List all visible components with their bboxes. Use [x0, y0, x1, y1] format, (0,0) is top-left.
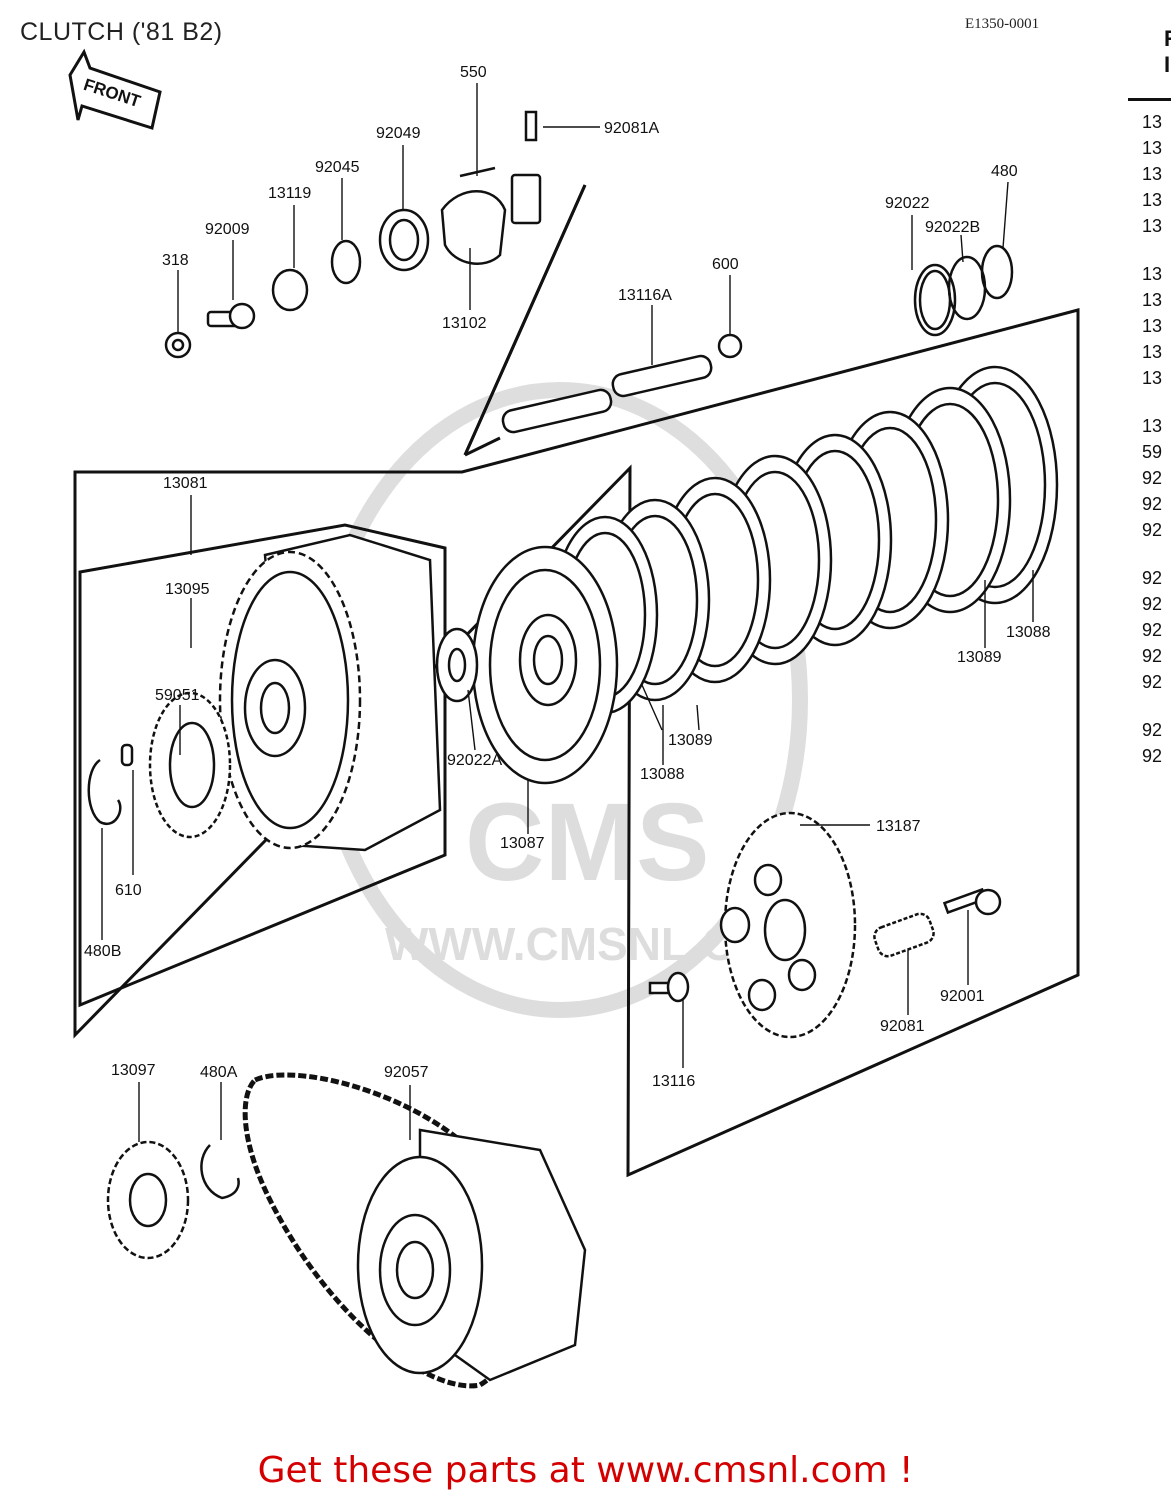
part-label-13102: 13102 — [442, 315, 487, 332]
part-label-13119: 13119 — [268, 185, 311, 202]
reference-row: 13 — [1142, 138, 1163, 158]
exploded-parts-diagram: CMS WWW.CMSNL.CO FRONT — [68, 48, 1080, 1389]
reference-row: 13 — [1142, 190, 1163, 210]
pushrods — [501, 333, 743, 434]
housing-frame — [78, 523, 447, 1008]
part-label-550: 550 — [460, 64, 487, 81]
reference-row: 92 — [1142, 520, 1163, 540]
part-label-92049: 92049 — [376, 125, 421, 142]
reference-row: 13 — [1142, 264, 1163, 284]
part-label-13081: 13081 — [163, 475, 208, 492]
footer-link[interactable]: Get these parts at www.cmsnl.com ! — [257, 1450, 914, 1491]
part-label-13088-right: 13088 — [1006, 624, 1051, 641]
part-label-13095: 13095 — [165, 581, 210, 598]
reference-header-2: I — [1164, 52, 1171, 77]
part-label-13088: 13088 — [640, 766, 685, 783]
part-label-13087: 13087 — [500, 835, 545, 852]
reference-row: 13 — [1142, 342, 1163, 362]
diagram-code: E1350-0001 — [965, 16, 1040, 32]
part-label-13089-right: 13089 — [957, 649, 1002, 666]
front-arrow-icon: FRONT — [68, 48, 162, 130]
reference-row: 92 — [1142, 672, 1163, 692]
part-label-13089: 13089 — [668, 732, 713, 749]
reference-row: 13 — [1142, 164, 1163, 184]
part-label-318: 318 — [162, 252, 189, 269]
clutch-hub — [435, 545, 619, 785]
watermark-brand: CMS — [465, 781, 709, 904]
reference-row: 92 — [1142, 620, 1163, 640]
watermark-url: WWW.CMSNL.CO — [385, 918, 771, 970]
reference-row: 92 — [1142, 646, 1163, 666]
reference-row: 92 — [1142, 494, 1163, 514]
reference-row: 13 — [1142, 416, 1163, 436]
reference-row: 92 — [1142, 594, 1163, 614]
clutch-plate-stack — [551, 365, 1059, 715]
reference-row: 13 — [1142, 290, 1163, 310]
reference-row: 92 — [1142, 468, 1163, 488]
reference-header-1: R — [1164, 26, 1171, 52]
part-label-610: 610 — [115, 882, 142, 899]
page-title: CLUTCH ('81 B2) — [20, 18, 223, 46]
part-label-600: 600 — [712, 256, 739, 273]
retaining-rings — [913, 244, 1014, 337]
part-label-59051: 59051 — [155, 687, 200, 704]
reference-row: 59 — [1142, 442, 1163, 462]
part-label-13116: 13116 — [652, 1073, 695, 1090]
part-label-13187: 13187 — [876, 818, 921, 835]
part-label-92022: 92022 — [885, 195, 930, 212]
part-label-13097: 13097 — [111, 1062, 156, 1079]
reference-row: 13 — [1142, 112, 1163, 132]
reference-row: 92 — [1142, 746, 1163, 766]
watermark: CMS WWW.CMSNL.CO — [312, 382, 808, 1018]
clutch-hub-frame — [73, 308, 1080, 1178]
part-label-92001: 92001 — [940, 988, 985, 1005]
release-assembly — [164, 110, 542, 359]
part-label-92022b: 92022B — [925, 219, 980, 236]
reference-row: 13 — [1142, 216, 1163, 236]
part-label-480: 480 — [991, 163, 1018, 180]
part-label-92081a: 92081A — [604, 120, 659, 137]
reference-row: 13 — [1142, 368, 1163, 388]
assembly-frames — [73, 184, 1080, 1178]
part-label-92081: 92081 — [880, 1018, 925, 1035]
part-label-13116a: 13116A — [618, 287, 672, 304]
part-label-92057: 92057 — [384, 1064, 429, 1081]
parts-reference-column: R I 13 13 13 13 13 13 13 13 13 13 13 59 92 92 92 92 92 92… — [1128, 0, 1171, 780]
reference-row: 13 — [1142, 316, 1163, 336]
part-label-92045: 92045 — [315, 159, 360, 176]
reference-row: 92 — [1142, 720, 1163, 740]
part-label-480b: 480B — [84, 943, 121, 960]
reference-row: 92 — [1142, 568, 1163, 588]
pressure-plate — [648, 811, 1002, 1039]
part-label-92009: 92009 — [205, 221, 250, 238]
part-label-92022a: 92022A — [447, 752, 502, 769]
leader-lines — [101, 83, 1034, 1142]
clutch-housing — [148, 533, 442, 852]
primary-drive — [106, 1072, 587, 1389]
small-parts-left — [87, 743, 134, 826]
part-label-480a: 480A — [200, 1064, 238, 1081]
part-labels: 550 92081A 92049 92045 13119 92009 318 1… — [84, 64, 1051, 1090]
reference-rule — [1128, 98, 1171, 101]
